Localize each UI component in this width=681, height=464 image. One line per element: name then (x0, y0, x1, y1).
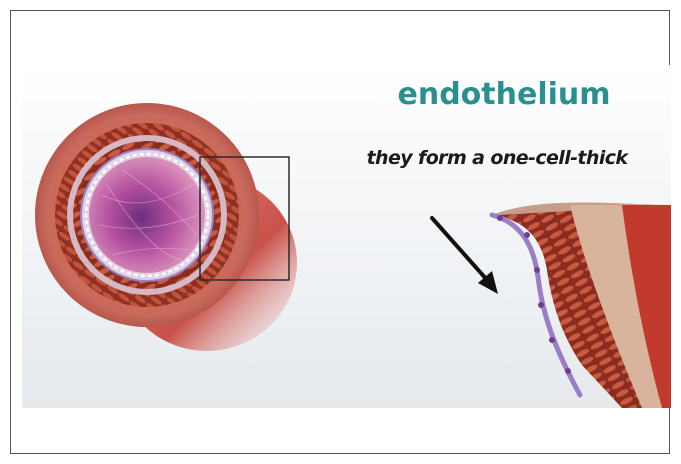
image-title: endothelium (374, 77, 634, 112)
blood-vessel-illustration (22, 65, 671, 408)
vessel-cross-section (35, 103, 259, 327)
illustration-panel: endothelium they form a one-cell-thick (22, 65, 671, 408)
arrow-icon (432, 218, 498, 294)
image-caption: they form a one-cell-thick (327, 147, 667, 169)
